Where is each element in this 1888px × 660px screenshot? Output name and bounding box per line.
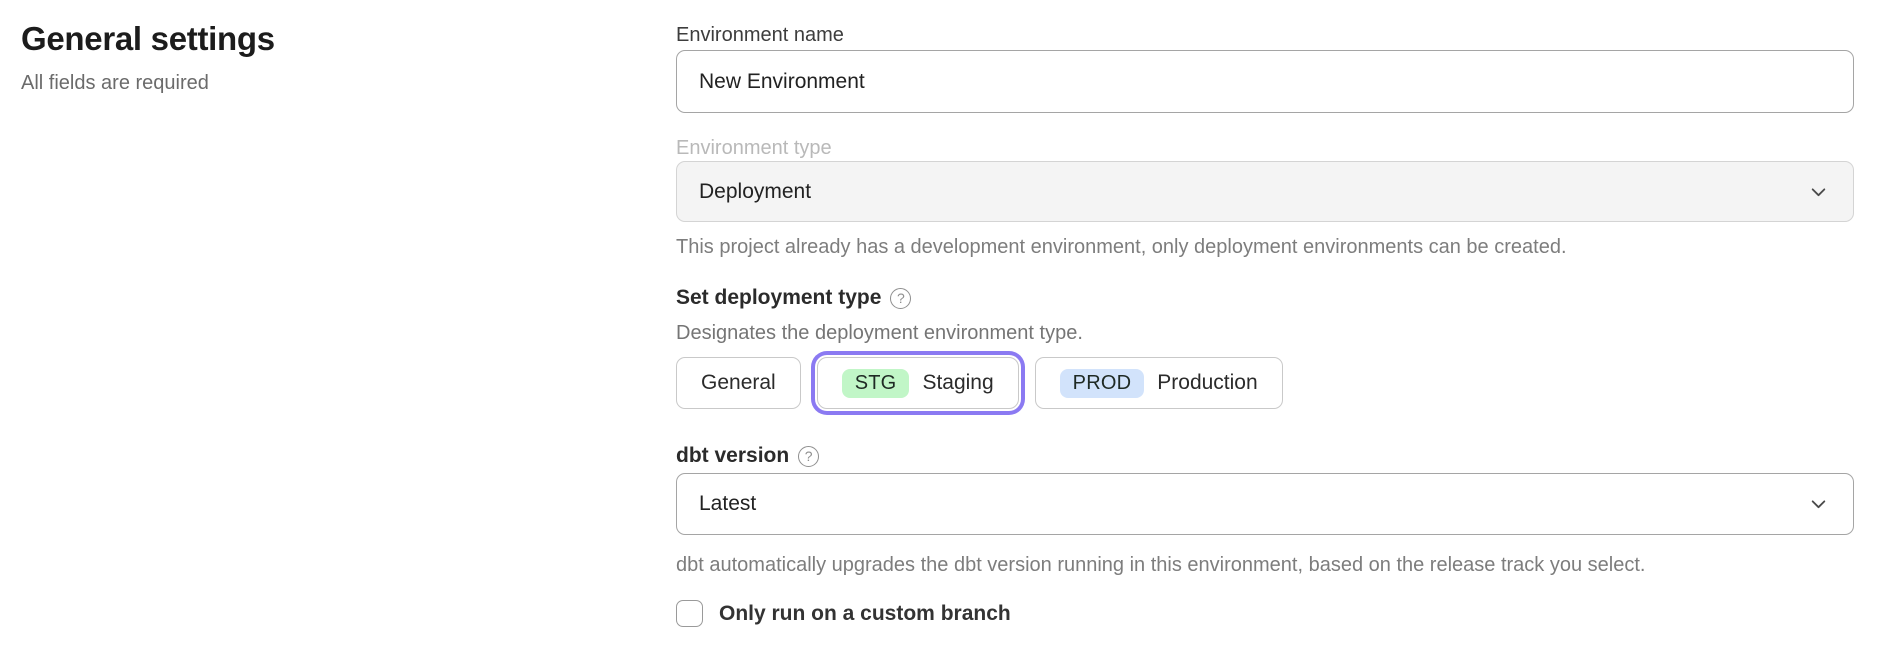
help-icon[interactable]: ?: [798, 445, 820, 467]
deployment-type-options: General STG Staging PROD Production: [676, 356, 1854, 410]
custom-branch-label: Only run on a custom branch: [719, 601, 1011, 625]
environment-type-value: Deployment: [699, 179, 812, 203]
custom-branch-checkbox[interactable]: [676, 600, 703, 627]
production-badge: PROD: [1059, 368, 1145, 398]
environment-type-helper: This project already has a development e…: [676, 236, 1567, 258]
environment-name-input[interactable]: [676, 50, 1854, 113]
page-title: General settings: [21, 20, 275, 57]
chevron-down-icon: [1810, 183, 1827, 200]
page-subtitle: All fields are required: [21, 72, 209, 94]
environment-settings-form: Environment name Environment type Deploy…: [676, 0, 1854, 627]
dbt-version-value: Latest: [699, 492, 757, 515]
dbt-version-heading-text: dbt version: [676, 444, 790, 467]
custom-branch-row: Only run on a custom branch: [676, 600, 1854, 627]
deployment-type-production-button[interactable]: PROD Production: [1034, 357, 1283, 409]
deployment-type-staging-button[interactable]: STG Staging: [816, 357, 1019, 409]
deployment-type-production-label: Production: [1157, 371, 1258, 394]
help-icon[interactable]: ?: [890, 287, 912, 309]
deployment-type-heading: Set deployment type ?: [676, 284, 1854, 312]
settings-description-panel: General settings All fields are required: [21, 20, 621, 96]
deployment-type-general-button[interactable]: General: [676, 357, 801, 409]
dbt-version-select[interactable]: Latest: [676, 473, 1854, 535]
staging-badge: STG: [841, 368, 910, 398]
environment-type-label: Environment type: [676, 137, 832, 159]
dbt-version-heading: dbt version ?: [676, 442, 1854, 470]
environment-name-label: Environment name: [676, 24, 844, 46]
deployment-type-staging-label: Staging: [922, 371, 994, 394]
deployment-type-heading-text: Set deployment type: [676, 286, 882, 309]
dbt-version-helper: dbt automatically upgrades the dbt versi…: [676, 554, 1646, 576]
environment-type-select[interactable]: Deployment: [676, 161, 1854, 222]
deployment-type-general-label: General: [701, 371, 776, 394]
deployment-type-description: Designates the deployment environment ty…: [676, 322, 1083, 344]
chevron-down-icon: [1810, 496, 1827, 513]
